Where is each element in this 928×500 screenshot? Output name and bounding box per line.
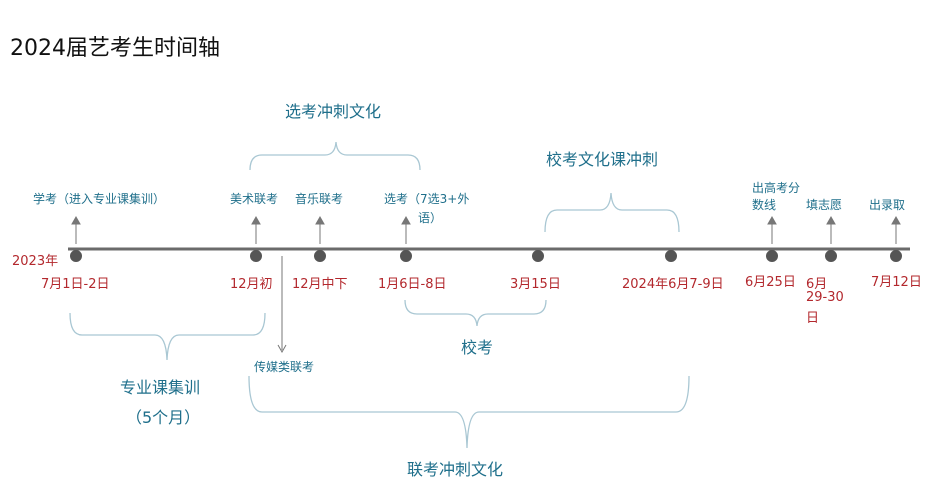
- phase-zhuanye-jixun: 专业课集训: [120, 378, 201, 397]
- dot-7: [766, 250, 778, 262]
- date-jun-29-30-b: 29-30: [806, 290, 844, 305]
- dot-4: [400, 250, 412, 262]
- date-mar-15: 3月15日: [510, 277, 561, 292]
- dot-8: [825, 250, 837, 262]
- date-dec-mid: 12月中下: [292, 277, 348, 292]
- arrow-head-gaokao: [767, 215, 777, 225]
- phase-zhuanye-duration: （5个月）: [126, 408, 201, 427]
- page-title: 2024届艺考生时间轴: [10, 36, 220, 61]
- event-chuanmei-liankao: 传媒类联考: [254, 360, 315, 374]
- event-luqu: 出录取: [869, 198, 906, 212]
- event-tianzhiyuan: 填志愿: [806, 198, 843, 212]
- braces: [69, 141, 690, 449]
- arrow-head-xuankao: [401, 215, 411, 225]
- brace-xuankao-sprint: [249, 141, 421, 171]
- date-jun-29-30-a: 6月: [806, 277, 828, 292]
- dot-2: [250, 250, 262, 262]
- dot-9: [890, 250, 902, 262]
- arrow-head-xuekao: [71, 215, 81, 225]
- arrow-head-yinyue: [315, 215, 325, 225]
- date-jan-6-8: 1月6日-8日: [378, 277, 447, 292]
- event-chugaokao-line2: 数线: [752, 198, 777, 212]
- arrow-head-luqu: [891, 215, 901, 225]
- event-meishu-liankao: 美术联考: [230, 192, 279, 206]
- event-xuekao: 学考（进入专业课集训）: [33, 192, 166, 206]
- dot-1: [70, 250, 82, 262]
- phase-xiaokao: 校考: [461, 338, 494, 357]
- date-jun-7-9: 2024年6月7-9日: [622, 277, 724, 292]
- dot-6: [665, 250, 677, 262]
- event-arrows: [71, 215, 901, 244]
- brace-xiaokao: [404, 299, 547, 327]
- phase-xiaokao-sprint: 校考文化课冲刺: [546, 150, 659, 169]
- date-jun-25: 6月25日: [745, 275, 796, 290]
- date-2023: 2023年: [12, 254, 59, 269]
- dot-5: [532, 250, 544, 262]
- event-xuankao-line2: 语）: [418, 211, 443, 225]
- event-xuankao: 选考（7选3+外: [384, 192, 470, 206]
- event-chugaokao: 出高考分: [752, 181, 801, 195]
- date-jun-29-30-c: 日: [806, 311, 820, 326]
- arrow-head-zhiyuan: [826, 215, 836, 225]
- brace-xiaokao-sprint: [544, 192, 680, 233]
- date-dec-early: 12月初: [230, 277, 273, 292]
- dot-3: [314, 250, 326, 262]
- arrow-head-meishu: [251, 215, 261, 225]
- brace-liankao-sprint: [248, 375, 690, 449]
- phase-xuankao-sprint: 选考冲刺文化: [285, 102, 382, 121]
- phase-liankao-sprint: 联考冲刺文化: [407, 460, 504, 479]
- timeline-dots: [70, 250, 902, 262]
- event-yinyue-liankao: 音乐联考: [295, 192, 344, 206]
- date-jul-12: 7月12日: [871, 275, 922, 290]
- date-jul-1-2: 7月1日-2日: [41, 277, 110, 292]
- down-arrow-chuanmei: [277, 256, 287, 354]
- brace-zhuanye: [69, 312, 266, 361]
